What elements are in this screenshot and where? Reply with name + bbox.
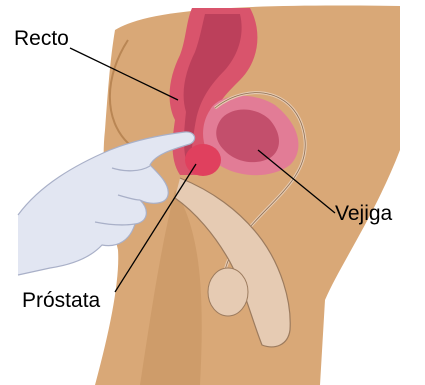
label-vejiga: Vejiga [335, 203, 392, 224]
prostate [185, 144, 221, 176]
label-recto: Recto [14, 28, 69, 49]
label-prostata: Próstata [22, 290, 100, 311]
